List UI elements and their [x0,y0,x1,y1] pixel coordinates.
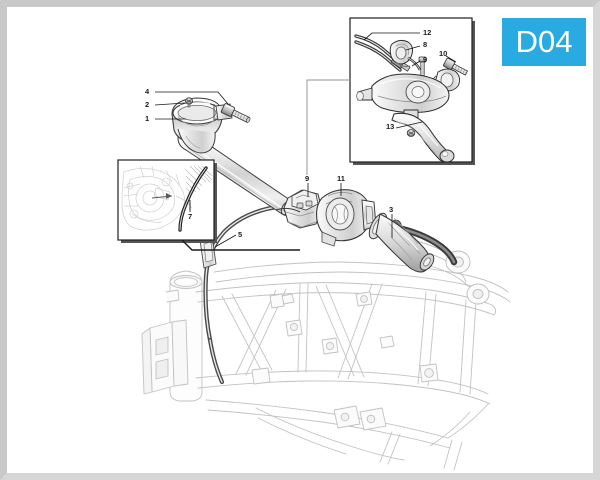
handlebar-clamp-part-1 [171,97,233,154]
callout-label-7: 7 [188,212,193,221]
bolt-part-9-inset [418,56,427,79]
callout-label-10: 10 [439,49,448,58]
handlebar-grip-part-3 [368,212,435,273]
screw-part-2 [184,97,193,108]
callout-label-12: 12 [423,28,432,37]
callout-label-5: 5 [238,230,243,239]
callout-label-8: 8 [423,40,428,49]
motorcycle-frame-context [141,237,511,471]
callout-label-3: 3 [389,205,394,214]
pivot-screw [406,129,416,137]
callout-label-9-inset: 9 [423,55,428,64]
bolt-part-10 [443,57,468,76]
diagram-code-badge: D04 [502,18,586,66]
callout-leader-lines [154,32,457,248]
switch-pod-part-11 [316,186,377,247]
callout-label-9: 9 [305,174,310,183]
bolt-part-4 [220,103,251,123]
clutch-switch-housing-part-9 [275,189,323,229]
reservoir-part-8 [389,39,422,71]
master-cylinder-inset [306,17,475,175]
callout-label-4: 4 [145,87,150,96]
callout-label-1: 1 [145,114,150,123]
callout-label-13: 13 [386,122,395,131]
master-cylinder-body [356,73,450,124]
callout-label-11: 11 [337,174,345,183]
callout-label-2: 2 [145,100,150,109]
engine-detail-inset [117,159,300,251]
